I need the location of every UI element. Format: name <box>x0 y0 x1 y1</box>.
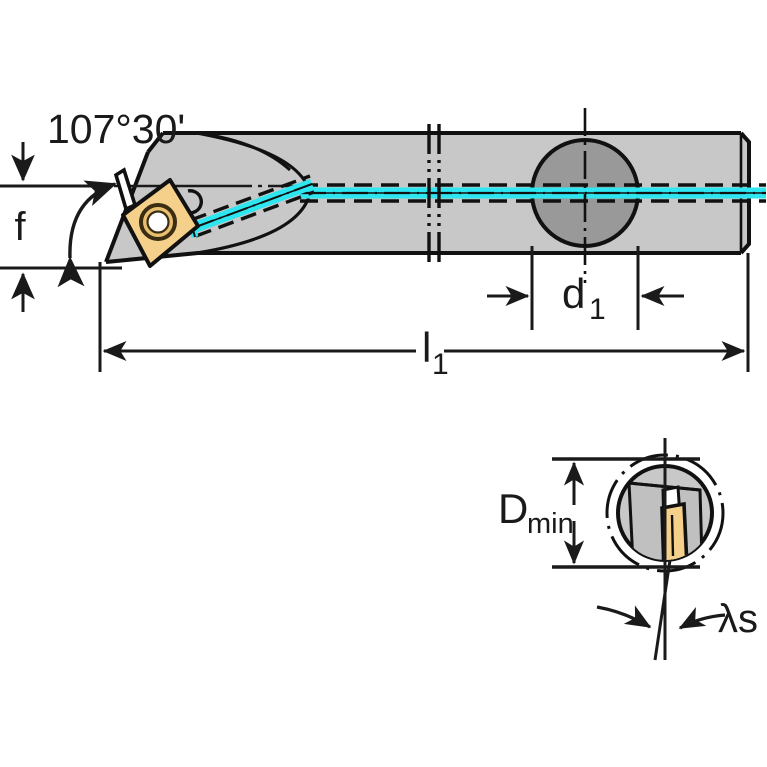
dimension-label-angle: 107°30' <box>47 106 185 152</box>
svg-text:D: D <box>498 485 528 532</box>
rake-angle-line <box>653 559 672 661</box>
main-side-view <box>0 108 766 283</box>
dimension-lambda-s: λs <box>596 597 758 641</box>
svg-text:l: l <box>422 324 431 371</box>
dimension-label-dmin: D min <box>498 485 574 540</box>
detail-front-view: D min λs <box>498 438 758 661</box>
dimension-angle: 107°30' <box>47 106 185 288</box>
svg-text:1: 1 <box>589 293 606 326</box>
coolant-channel <box>300 183 766 203</box>
svg-text:d: d <box>562 270 585 317</box>
dimension-label-lambda-s: λs <box>718 597 758 641</box>
dimension-l1: l 1 <box>98 253 750 381</box>
dimension-dmin: D min <box>498 457 700 569</box>
svg-text:min: min <box>527 508 574 540</box>
dimension-label-d1: d 1 <box>562 270 606 326</box>
insert-cutting-edge <box>113 167 138 212</box>
dimension-f: f <box>0 142 122 312</box>
carbide-insert <box>121 178 200 268</box>
coolant-branch-channel <box>186 174 315 238</box>
break-line-symbol <box>427 124 441 262</box>
dimension-label-l1: l 1 <box>422 324 449 381</box>
dimension-d1: d 1 <box>487 246 684 330</box>
dimension-label-f: f <box>14 205 26 249</box>
svg-text:1: 1 <box>432 348 449 381</box>
